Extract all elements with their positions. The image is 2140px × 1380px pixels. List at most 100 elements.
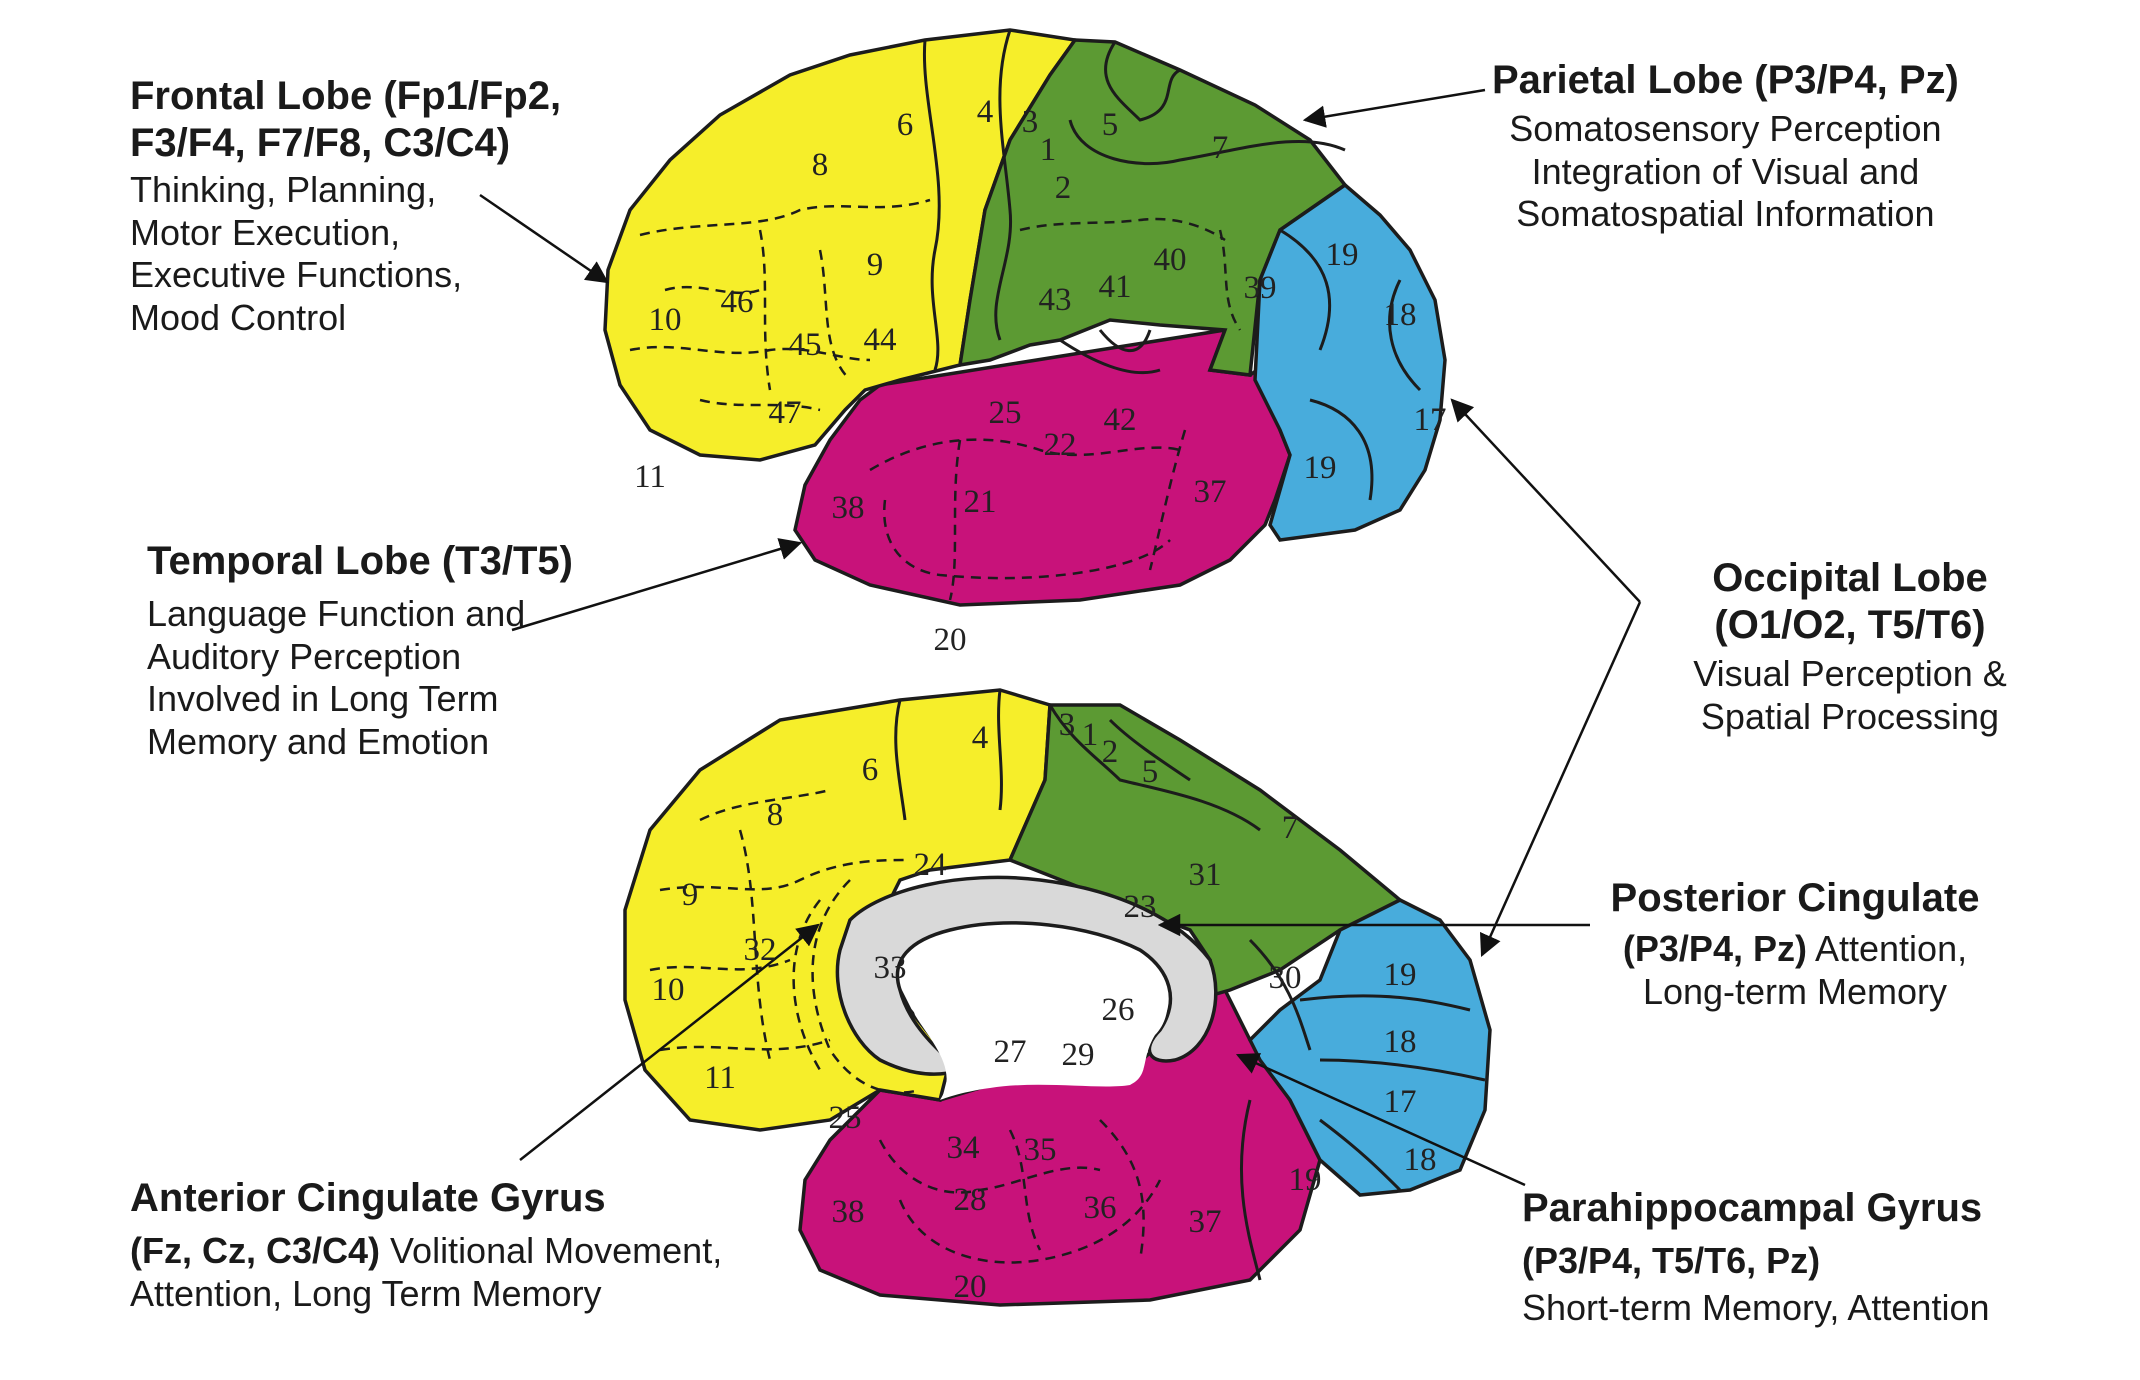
medial-area-1: 1 <box>1082 717 1099 753</box>
lateral-area-25: 25 <box>989 395 1022 431</box>
lateral-area-38: 38 <box>832 490 865 526</box>
lateral-area-44: 44 <box>864 322 897 358</box>
lateral-area-17: 17 <box>1414 402 1447 438</box>
lateral-area-42: 42 <box>1104 402 1137 438</box>
medial-area-27: 27 <box>994 1034 1027 1070</box>
medial-occipital-lobe <box>1247 898 1492 1197</box>
lateral-area-11: 11 <box>634 459 666 495</box>
frontal-desc-2: Motor Execution, <box>130 211 401 253</box>
corpus-callosum <box>835 875 1218 1076</box>
parahippocampal-label: Parahippocampal Gyrus (P3/P4, T5/T6, Pz)… <box>1522 1185 1990 1329</box>
lateral-area-4: 4 <box>977 94 994 130</box>
frontal-desc-1: Thinking, Planning, <box>130 169 437 211</box>
parietal-desc-2: Integration of Visual and <box>1531 150 1920 192</box>
frontal-lobe-label: Frontal Lobe (Fp1/Fp2, F3/F4, F7/F8, C3/… <box>130 73 561 339</box>
medial-area-19: 19 <box>1384 957 1417 993</box>
occipital-title-line2: (O1/O2, T5/T6) <box>1714 603 1986 648</box>
medial-area-18: 18 <box>1404 1142 1437 1178</box>
arrow-occipital-top <box>1450 398 1641 603</box>
parahippocampal-desc: Short-term Memory, Attention <box>1522 1286 1990 1328</box>
posterior-cingulate-label: Posterior Cingulate (P3/P4, Pz) Attentio… <box>1590 875 2000 1013</box>
medial-area-25: 25 <box>829 1100 862 1136</box>
lateral-area-37: 37 <box>1194 474 1227 510</box>
posterior-cingulate-line2: (P3/P4, Pz) Attention, <box>1590 928 2000 970</box>
lateral-area-10: 10 <box>649 302 682 338</box>
lateral-area-43: 43 <box>1039 282 1072 318</box>
temporal-lobe-label: Temporal Lobe (T3/T5) Language Function … <box>147 538 573 763</box>
frontal-desc-3: Executive Functions, <box>130 254 463 296</box>
occipital-title-line1: Occipital Lobe <box>1712 556 1988 600</box>
anterior-cingulate-electrodes: (Fz, Cz, C3/C4) <box>130 1230 381 1272</box>
medial-area-29: 29 <box>1062 1037 1095 1073</box>
lateral-area-40: 40 <box>1154 242 1187 278</box>
lateral-area-6: 6 <box>897 107 914 143</box>
arrow-parietal <box>1302 88 1486 128</box>
occipital-lobe-label: Occipital Lobe (O1/O2, T5/T6) Visual Per… <box>1665 555 2035 738</box>
medial-area-19: 19 <box>1289 1162 1322 1198</box>
temporal-desc-3: Involved in Long Term <box>147 678 499 720</box>
arrow-parahippocampal <box>1235 1053 1526 1187</box>
medial-area-30: 30 <box>1269 960 1302 996</box>
posterior-cingulate-desc2: Long-term Memory <box>1642 970 1948 1012</box>
medial-area-9: 9 <box>682 877 699 913</box>
medial-area-28: 28 <box>954 1182 987 1218</box>
parahippocampal-electrodes: (P3/P4, T5/T6, Pz) <box>1522 1240 1821 1282</box>
medial-area-33: 33 <box>874 950 907 986</box>
medial-area-36: 36 <box>1084 1190 1117 1226</box>
parahippocampal-title: Parahippocampal Gyrus <box>1522 1186 1983 1230</box>
posterior-cingulate-title: Posterior Cingulate <box>1610 876 1980 920</box>
lateral-area-39: 39 <box>1244 270 1277 306</box>
medial-area-4: 4 <box>972 720 989 756</box>
medial-area-24: 24 <box>914 847 947 883</box>
parietal-lobe-label: Parietal Lobe (P3/P4, Pz) Somatosensory … <box>1492 57 1959 236</box>
lateral-area-19: 19 <box>1304 450 1337 486</box>
pointer-arrows <box>479 88 1642 1187</box>
medial-area-10: 10 <box>652 972 685 1008</box>
parietal-desc-1: Somatosensory Perception <box>1509 108 1942 150</box>
lateral-area-46: 46 <box>721 284 754 320</box>
medial-area-11: 11 <box>704 1060 736 1096</box>
anterior-cingulate-desc-inline: Volitional Movement, <box>380 1230 723 1272</box>
lateral-area-19: 19 <box>1326 237 1359 273</box>
lateral-area-22: 22 <box>1044 427 1077 463</box>
medial-area-6: 6 <box>862 752 879 788</box>
lateral-area-47: 47 <box>769 395 802 431</box>
lateral-area-5: 5 <box>1102 107 1119 143</box>
temporal-desc-1: Language Function and <box>147 593 526 635</box>
ventricle-area <box>904 929 1168 1100</box>
anterior-cingulate-title: Anterior Cingulate Gyrus <box>130 1176 606 1220</box>
medial-area-8: 8 <box>767 797 784 833</box>
medial-area-3: 3 <box>1059 707 1076 743</box>
lateral-view <box>603 28 1447 607</box>
arrow-frontal <box>479 193 609 284</box>
anterior-cingulate-desc2: Attention, Long Term Memory <box>130 1272 602 1314</box>
medial-area-17: 17 <box>1384 1084 1417 1120</box>
arrow-temporal <box>511 538 803 632</box>
posterior-cingulate-desc-inline: Attention, <box>1806 928 1968 970</box>
medial-area-26: 26 <box>1102 992 1135 1028</box>
medial-area-18: 18 <box>1384 1024 1417 1060</box>
lateral-area-1: 1 <box>1040 132 1057 168</box>
lateral-area-20: 20 <box>934 622 967 658</box>
medial-area-32: 32 <box>744 932 777 968</box>
frontal-desc-4: Mood Control <box>130 296 347 338</box>
lateral-parietal-lobe <box>957 38 1348 377</box>
lateral-occipital-lobe <box>1253 182 1447 542</box>
medial-area-7: 7 <box>1282 810 1299 846</box>
frontal-title-line2: F3/F4, F7/F8, C3/C4) <box>130 121 511 166</box>
lateral-area-7: 7 <box>1212 130 1229 166</box>
medial-view <box>623 688 1492 1307</box>
parietal-title: Parietal Lobe (P3/P4, Pz) <box>1492 58 1959 102</box>
medial-area-5: 5 <box>1142 754 1159 790</box>
occipital-desc-2: Spatial Processing <box>1700 695 2000 737</box>
anterior-cingulate-label: Anterior Cingulate Gyrus (Fz, Cz, C3/C4)… <box>130 1175 722 1315</box>
temporal-title: Temporal Lobe (T3/T5) <box>147 539 573 583</box>
lateral-area-9: 9 <box>867 247 884 283</box>
temporal-desc-2: Auditory Perception <box>147 635 462 677</box>
frontal-title-line1: Frontal Lobe (Fp1/Fp2, <box>130 74 562 118</box>
lateral-area-18: 18 <box>1384 297 1417 333</box>
